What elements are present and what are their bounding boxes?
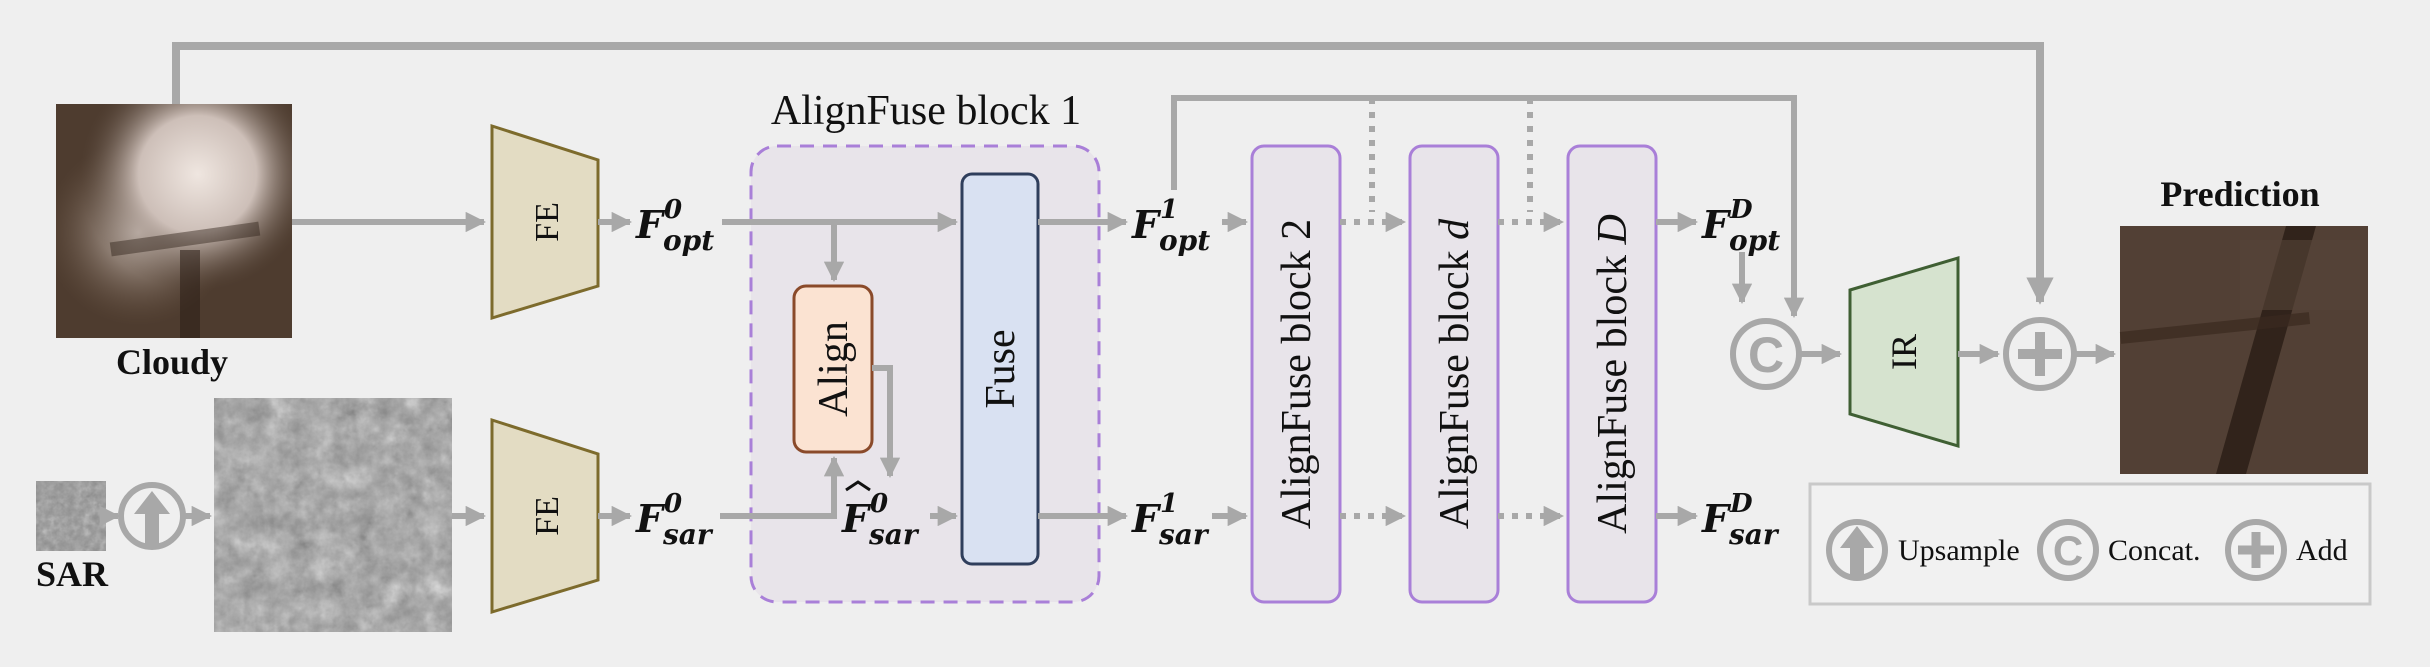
prediction-image	[2119, 226, 2368, 474]
block1-title: AlignFuse block 1	[771, 88, 1081, 134]
fe-top-module: FE	[490, 123, 600, 321]
arrow-skip-cloudy-to-add	[172, 42, 2054, 305]
ir-module: IR	[1848, 255, 1960, 449]
cloudy-image	[56, 104, 292, 338]
add-icon	[2003, 317, 2077, 391]
feature-fhat0-sar-sup: 0	[870, 489, 888, 519]
sar-image	[214, 398, 452, 632]
feature-f1-sar: Fsar	[1131, 496, 1210, 551]
fe-top-label: FE	[529, 202, 566, 242]
sar-small-image	[36, 481, 106, 551]
feature-f0-sar-sup: 0	[664, 489, 682, 519]
svg-text:C: C	[2053, 527, 2083, 574]
alignfuse-block-2: AlignFuse block 2	[1250, 144, 1342, 604]
blockd-label: AlignFuse block d	[1432, 218, 1478, 529]
feature-f0-opt-sup: 0	[664, 195, 682, 225]
feature-f0-opt: Fopt	[635, 202, 714, 257]
arrow-sar-to-align	[720, 455, 845, 519]
legend-concat-icon: C	[2037, 519, 2099, 581]
legend-upsample-icon	[1826, 519, 1888, 581]
blockD-label: AlignFuse block D	[1590, 214, 1636, 534]
legend-add-icon	[2225, 519, 2287, 581]
arrow-f1-to-concat	[1171, 95, 1805, 319]
block2-label: AlignFuse block 2	[1274, 219, 1320, 529]
feature-fD-sar-sup: D	[1729, 489, 1753, 519]
feature-fD-opt: Fopt	[1701, 202, 1780, 257]
fuse-module: Fuse	[960, 172, 1040, 566]
feature-f1-opt: Fopt	[1131, 202, 1210, 257]
feature-fD-opt-sup: D	[1729, 195, 1753, 225]
legend-add-label: Add	[2296, 534, 2348, 567]
feature-fhat0-sar: Fsar	[841, 496, 920, 551]
legend-upsample-label: Upsample	[1898, 534, 2020, 567]
alignfuse-block-D: AlignFuse block D	[1566, 144, 1658, 604]
upsample-icon	[118, 482, 186, 550]
align-label: Align	[811, 321, 857, 417]
align-module: Align	[792, 284, 874, 454]
feature-f1-opt-sup: 1	[1160, 195, 1178, 225]
fe-bottom-module: FE	[490, 417, 600, 615]
fuse-label: Fuse	[978, 329, 1024, 408]
feature-f0-sar: Fsar	[635, 496, 714, 551]
alignfuse-block-d: AlignFuse block d	[1408, 144, 1500, 604]
ir-label: IR	[1884, 334, 1924, 370]
arrow-align-to-fhat	[872, 365, 901, 479]
legend-concat-label: Concat.	[2108, 534, 2200, 567]
sar-label: SAR	[36, 554, 109, 594]
feature-fD-sar: Fsar	[1701, 496, 1780, 551]
concat-icon: C	[1730, 318, 1802, 390]
legend: Upsample C Concat. Add	[1808, 482, 2372, 606]
fe-bottom-label: FE	[529, 496, 566, 536]
cloudy-label: Cloudy	[116, 342, 228, 382]
svg-text:C: C	[1748, 327, 1784, 383]
hat-mark	[845, 480, 871, 492]
feature-f1-sar-sup: 1	[1160, 489, 1178, 519]
prediction-label: Prediction	[2160, 174, 2319, 214]
